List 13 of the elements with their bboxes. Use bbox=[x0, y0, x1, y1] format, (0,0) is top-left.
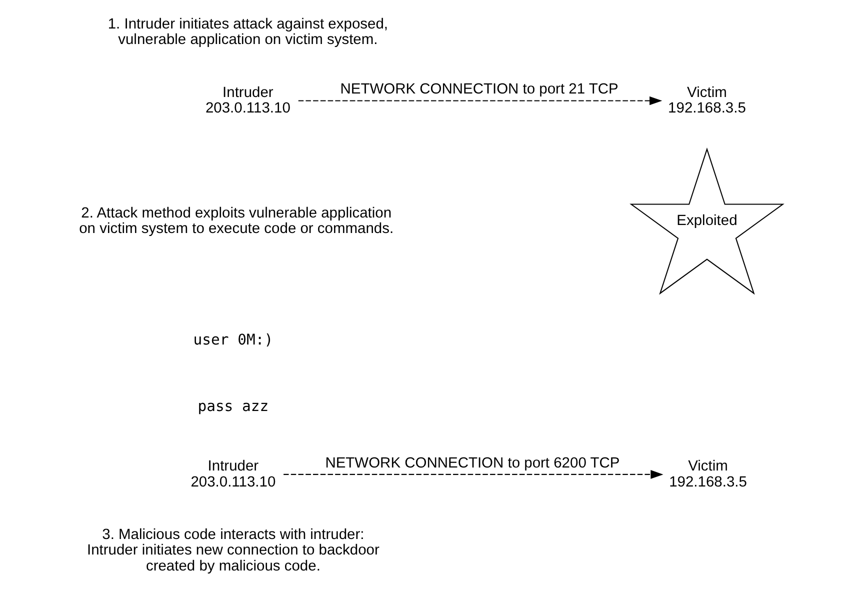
node-text: Victim 192.168.3.5 bbox=[668, 84, 746, 117]
edge-label: NETWORK CONNECTION to port 21 TCP bbox=[340, 82, 618, 98]
label: 2. Attack method exploits vulnerable application on victim system to execute code or commands. bbox=[79, 205, 394, 238]
label: 1. Intruder initiates attack against exposed, vulnerable application on victim system. bbox=[108, 16, 388, 48]
edge-label: NETWORK CONNECTION to port 6200 TCP bbox=[325, 455, 620, 472]
node-text: Intruder 203.0.113.10 bbox=[190, 458, 276, 490]
label: pass azz bbox=[198, 398, 269, 415]
arrow bbox=[298, 96, 662, 106]
node-text: Victim 192.168.3.5 bbox=[669, 458, 747, 490]
label: user 0M:) bbox=[193, 332, 274, 349]
label: 3. Malicious code interacts with intruder: Intruder initiates new connection to backdoor created by malicious code. bbox=[86, 526, 380, 574]
arrow bbox=[284, 470, 664, 479]
node-text: Intruder 203.0.113.10 bbox=[205, 84, 290, 117]
